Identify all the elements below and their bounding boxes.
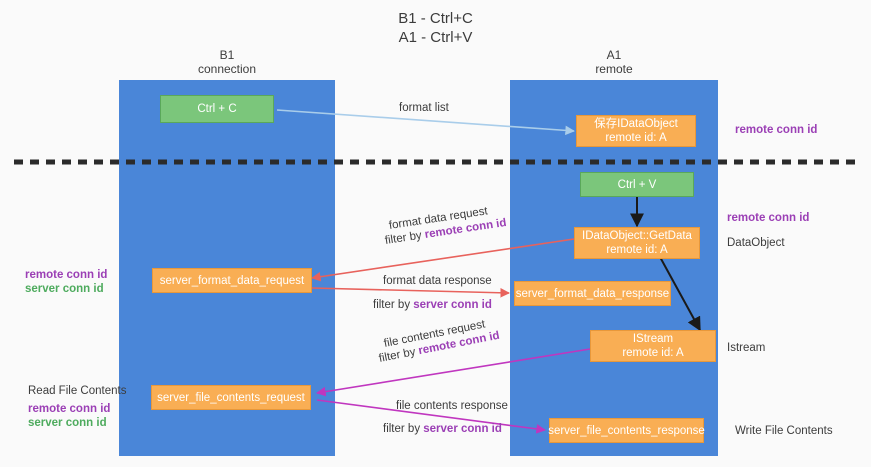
annotation-left-server-conn-id-bot: server conn id <box>28 417 107 429</box>
node-idataobject-getdata-line1: IDataObject::GetData <box>582 230 692 242</box>
arrow-file-contents-request <box>316 348 591 397</box>
filter-key-server-conn-id: server conn id <box>423 423 502 435</box>
annotation-read-file-contents: Read File Contents <box>28 385 127 397</box>
node-server-file-contents-request[interactable]: server_file_contents_request <box>151 385 311 410</box>
annotation-remote-conn-id-mid: remote conn id <box>727 212 810 224</box>
node-idataobject-getdata-line2: remote id: A <box>606 244 668 256</box>
column-header-a1-name: A1 <box>606 48 622 62</box>
node-istream-line1: IStream <box>632 333 674 345</box>
arrow-format-data-response <box>311 287 510 298</box>
annotation-remote-conn-id-top: remote conn id <box>735 124 818 136</box>
node-ctrl-v-label: Ctrl + V <box>617 178 657 191</box>
column-header-a1: A1 remote <box>510 48 718 76</box>
node-ctrl-v[interactable]: Ctrl + V <box>580 172 694 197</box>
arrow-getdata-to-istream <box>659 256 701 332</box>
node-server-format-data-response-label: server_format_data_response <box>515 287 670 300</box>
arrow-format-list <box>276 109 575 136</box>
filter-prefix: filter by <box>383 423 424 435</box>
node-server-file-contents-response-label: server_file_contents_response <box>548 424 705 437</box>
column-header-b1: B1 connection <box>119 48 335 76</box>
edge-label-file-contents-response: file contents response <box>396 400 508 412</box>
node-save-idataobject[interactable]: 保存IDataObject remote id: A <box>576 115 696 147</box>
column-header-b1-sub: connection <box>197 62 257 76</box>
node-server-format-data-request-label: server_format_data_request <box>159 274 305 287</box>
annotation-dataobject: DataObject <box>727 237 785 249</box>
annotation-left-remote-conn-id-mid: remote conn id <box>25 269 108 281</box>
annotation-write-file-contents: Write File Contents <box>735 425 833 437</box>
node-server-format-data-request[interactable]: server_format_data_request <box>152 268 312 293</box>
diagram-title-line2: A1 - Ctrl+V <box>398 29 473 46</box>
node-server-format-data-response[interactable]: server_format_data_response <box>514 281 671 306</box>
node-save-idataobject-line2: remote id: A <box>605 132 667 144</box>
diagram-title: B1 - Ctrl+C A1 - Ctrl+V <box>0 9 871 47</box>
column-header-a1-sub: remote <box>595 62 633 76</box>
annotation-istream: Istream <box>727 342 766 354</box>
node-ctrl-c-label: Ctrl + C <box>197 103 237 115</box>
node-save-idataobject-line1: 保存IDataObject <box>594 118 678 130</box>
annotation-left-remote-conn-id-bot: remote conn id <box>28 403 111 415</box>
node-istream-line2: remote id: A <box>622 347 684 359</box>
node-idataobject-getdata[interactable]: IDataObject::GetData remote id: A <box>574 227 700 259</box>
edge-label-file-contents-response-filter: filter by server conn id <box>383 422 502 436</box>
filter-key-server-conn-id: server conn id <box>413 299 492 311</box>
edge-label-format-list: format list <box>399 102 449 114</box>
edge-label-format-data-response-filter: filter by server conn id <box>373 298 492 312</box>
arrow-format-data-request <box>311 238 575 282</box>
filter-prefix: filter by <box>373 299 414 311</box>
node-ctrl-c[interactable]: Ctrl + C <box>160 95 274 123</box>
node-server-file-contents-response[interactable]: server_file_contents_response <box>548 418 705 443</box>
diagram-title-line1: B1 - Ctrl+C <box>398 10 473 27</box>
edge-label-format-data-response: format data response <box>383 275 492 287</box>
arrow-file-contents-response <box>316 399 546 434</box>
node-server-file-contents-request-label: server_file_contents_request <box>157 391 305 404</box>
column-header-b1-name: B1 <box>219 48 235 62</box>
annotation-left-server-conn-id-mid: server conn id <box>25 283 104 295</box>
node-istream[interactable]: IStream remote id: A <box>590 330 716 362</box>
